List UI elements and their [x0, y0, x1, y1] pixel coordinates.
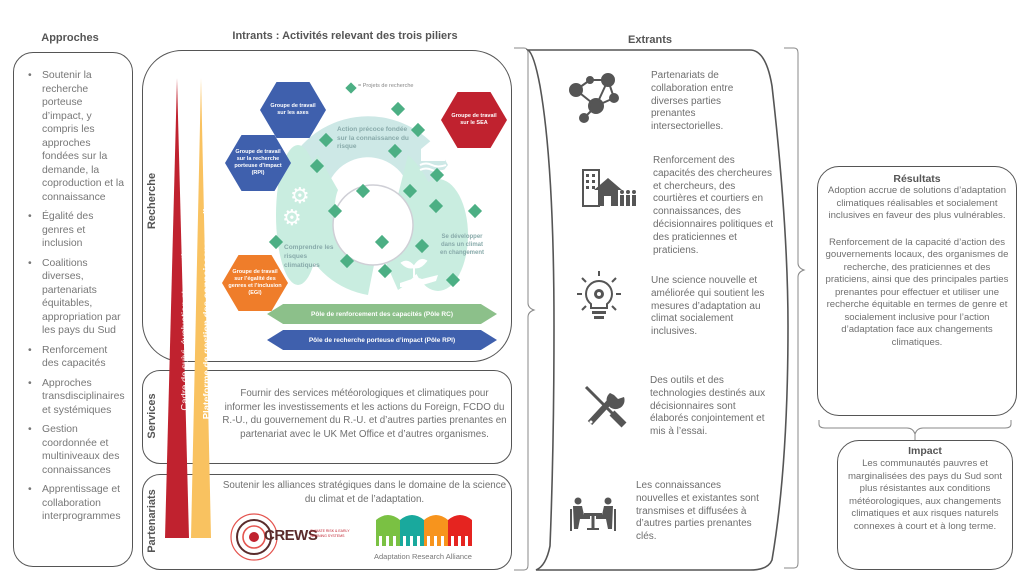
vertical-arrows [165, 78, 211, 538]
ara-logo: Adaptation Research Alliance [368, 510, 488, 566]
extrant-item-text: Les connaissances nouvelles et existante… [636, 480, 759, 543]
approche-item: Approches transdisciplinaires et systémi… [28, 377, 126, 418]
services-text: Fournir des services météorologiques et … [222, 388, 507, 440]
cycle-label-action: Action précoce fondée sur la connaissanc… [337, 126, 409, 150]
crews-logo-text: CREWS [264, 527, 318, 544]
approche-item: Égalité des genres et inclusion [28, 210, 126, 251]
gears-icon: ⚙⚙ [282, 183, 310, 230]
approche-item: Renforcement des capacités [28, 344, 126, 371]
network-people-icon [569, 73, 619, 123]
approche-item: Soutenir la recherche porteuse d’impact,… [28, 69, 126, 204]
impact-text: Les communautés pauvres et marginalisées… [847, 458, 1003, 532]
resultats-text-2: Renforcement de la capacité d’action des… [825, 236, 1009, 348]
impact-title: Impact [908, 445, 942, 457]
plateforme-arrow [191, 78, 211, 538]
pole-rc: Pôle de renforcement des capacités (Pôle… [267, 304, 497, 324]
tools-icon [584, 385, 627, 428]
partenariats-text: Soutenir les alliances stratégiques dans… [222, 480, 507, 505]
lightbulb-gear-icon [577, 271, 621, 319]
intrants-header: Intrants : Activités relevant des trois … [232, 30, 458, 42]
resultats-brace [818, 420, 1012, 440]
impact-box: Impact Les communautés pauvres et margin… [837, 440, 1013, 570]
house-flood-icon [418, 135, 448, 175]
services-box [142, 370, 512, 464]
sea-arrow [165, 78, 189, 538]
recherche-label: Recherche [146, 172, 158, 230]
approche-item: Coalitions diverses, partenariats équita… [28, 257, 126, 338]
approche-item: Gestion coordonnée et multiniveaux des c… [28, 423, 126, 477]
cycle-label-developper: Se développer dans un climat en changeme… [439, 234, 484, 256]
resultats-title: Résultats [893, 173, 941, 185]
extrants-brace [784, 47, 806, 569]
hand-plant-icon [398, 255, 442, 289]
approches-list: Soutenir la recherche porteuse d’impact,… [20, 69, 126, 524]
partenariats-label: Partenariats [146, 489, 158, 553]
extrant-item-text: Partenariats de collaboration entre dive… [651, 70, 734, 133]
extrant-item-text: Renforcement des capacités des chercheur… [653, 155, 774, 256]
ara-logo-text: Adaptation Research Alliance [374, 552, 472, 561]
plateforme-arrow-label: Plateforme de gestion des connaissances … [201, 191, 213, 420]
extrant-item-text: Des outils et des technologies destinés … [650, 375, 766, 438]
sea-arrow-label: Cadre de suivi, évaluation et apprentiss… [179, 200, 191, 411]
extrant-item-text: Une science nouvelle et améliorée qui so… [651, 275, 765, 338]
approche-item: Apprentissage et collaboration interprog… [28, 483, 126, 524]
resultats-text-1: Adoption accrue de solutions d’adaptatio… [827, 185, 1007, 221]
resultats-box: Résultats Adoption accrue de solutions d… [817, 166, 1017, 416]
approches-box: Soutenir la recherche porteuse d’impact,… [13, 52, 133, 567]
services-label: Services [146, 393, 158, 439]
meeting-icon [570, 497, 616, 531]
extrants-header: Extrants [627, 34, 673, 46]
partenariats-box [142, 474, 512, 570]
hexagon-groupe-egi: Groupe de travail sur l’égalité des genr… [222, 255, 288, 311]
crews-logo-subtitle: CLIMATE RISK & EARLY WARNING SYSTEMS [310, 529, 350, 538]
approches-header: Approches [41, 32, 99, 44]
building-community-icon [582, 169, 636, 207]
research-project-legend: = Projets de recherche [358, 83, 414, 89]
crews-logo: CREWS CLIMATE RISK & EARLY WARNING SYSTE… [228, 512, 350, 562]
cycle-label-comprendre: Comprendre les risques climatiques [284, 244, 334, 269]
recherche-box [142, 50, 512, 362]
pole-rpi: Pôle de recherche porteuse d’impact (Pôl… [267, 330, 497, 350]
